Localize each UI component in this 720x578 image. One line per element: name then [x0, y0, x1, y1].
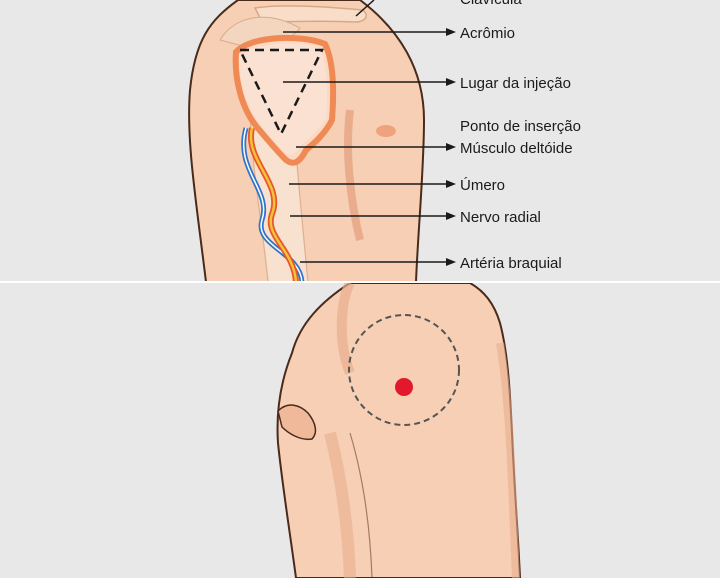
label-insertion-point: Ponto de inserção	[460, 118, 581, 135]
label-brachial-artery-group: Artéria braquial	[300, 255, 562, 272]
label-clavicle: Clavícula	[460, 0, 522, 8]
clavicle-bone	[253, 5, 367, 23]
label-injection-site: Lugar da injeção	[460, 75, 571, 92]
label-humerus-group: Úmero	[289, 177, 505, 194]
label-clavicle-group: Clavícula	[355, 0, 522, 17]
label-radial-nerve-group: Nervo radial	[290, 209, 541, 226]
label-humerus: Úmero	[460, 177, 505, 194]
label-injection-group: Lugar da injeção	[283, 75, 571, 92]
label-deltoid-muscle: Músculo deltóide	[460, 140, 573, 157]
panel-divider	[0, 281, 720, 283]
label-acromion-group: Acrômio	[283, 25, 515, 42]
label-radial-nerve: Nervo radial	[460, 209, 541, 226]
anatomy-panel: Clavícula Acrômio Lugar da injeção Ponto…	[0, 0, 720, 282]
injection-point-dot	[395, 378, 413, 396]
injection-area-circle	[348, 314, 460, 426]
nipple	[376, 125, 396, 137]
external-arm-panel	[0, 283, 720, 578]
injection-site-triangle	[237, 48, 325, 137]
label-deltoid-group: Músculo deltóide	[296, 140, 573, 157]
label-brachial-artery: Artéria braquial	[460, 255, 562, 272]
label-acromion: Acrômio	[460, 25, 515, 42]
